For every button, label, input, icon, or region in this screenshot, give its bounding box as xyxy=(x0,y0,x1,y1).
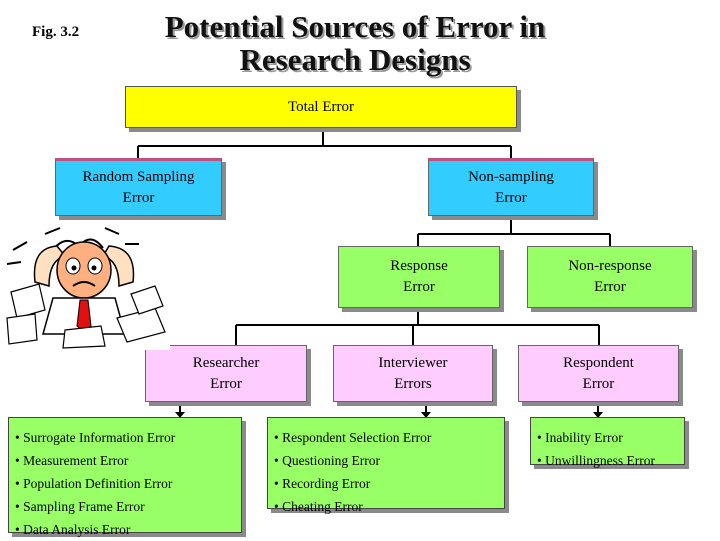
non-sampling-error-box: Non-sampling Error xyxy=(428,158,594,216)
researcher-error-box: Researcher Error xyxy=(145,345,307,402)
researcher-label-line2: Error xyxy=(210,375,242,392)
non-response-label-line2: Error xyxy=(594,279,626,295)
interviewer-error-list: • Respondent Selection Error • Questioni… xyxy=(267,417,505,514)
list-item: • Cheating Error xyxy=(274,499,363,514)
title-line-1: Potential Sources of Error in xyxy=(164,9,546,44)
list-item: • Questioning Error xyxy=(274,453,380,468)
list-item: • Data Analysis Error xyxy=(15,522,131,537)
respondent-label-line1: Respondent xyxy=(563,354,634,371)
random-sampling-error-box: Random Sampling Error xyxy=(55,158,222,216)
list-item: • Unwillingness Error xyxy=(537,453,655,468)
response-error-box: Response Error xyxy=(338,246,500,308)
figure-label: Fig. 3.2 xyxy=(32,24,80,40)
non-sampling-label-line2: Error xyxy=(495,190,527,206)
non-response-error-box: Non-response Error xyxy=(527,246,693,308)
list-item: • Respondent Selection Error xyxy=(274,430,432,445)
response-label-line1: Response xyxy=(390,258,448,274)
stressed-person-with-papers-icon xyxy=(5,222,170,350)
list-item: • Sampling Frame Error xyxy=(15,499,145,514)
total-error-box: Total Error xyxy=(125,86,517,128)
total-error-label: Total Error xyxy=(287,98,354,115)
list-item: • Measurement Error xyxy=(15,453,129,468)
interviewer-errors-box: Interviewer Errors xyxy=(333,345,493,402)
list-item: • Population Definition Error xyxy=(15,476,173,491)
random-sampling-label-line2: Error xyxy=(122,190,155,206)
respondent-label-line2: Error xyxy=(582,375,615,392)
respondent-error-list: • Inability Error • Unwillingness Error xyxy=(530,417,685,468)
interviewer-label-line2: Errors xyxy=(394,375,432,392)
list-item: • Inability Error xyxy=(537,430,623,445)
non-response-label-line1: Non-response xyxy=(568,258,652,274)
random-sampling-label-line1: Random Sampling xyxy=(82,169,195,185)
title-line-2: Research Designs xyxy=(239,42,471,77)
list-item: • Surrogate Information Error xyxy=(15,430,176,445)
non-sampling-label-line1: Non-sampling xyxy=(468,169,554,185)
page-title: Potential Sources of Error in Research D… xyxy=(110,10,600,76)
researcher-error-list: • Surrogate Information Error • Measurem… xyxy=(8,417,242,537)
interviewer-label-line1: Interviewer xyxy=(378,354,448,371)
response-label-line2: Error xyxy=(403,279,435,295)
researcher-label-line1: Researcher xyxy=(192,354,260,371)
respondent-error-box: Respondent Error xyxy=(518,345,679,402)
list-item: • Recording Error xyxy=(274,476,371,491)
